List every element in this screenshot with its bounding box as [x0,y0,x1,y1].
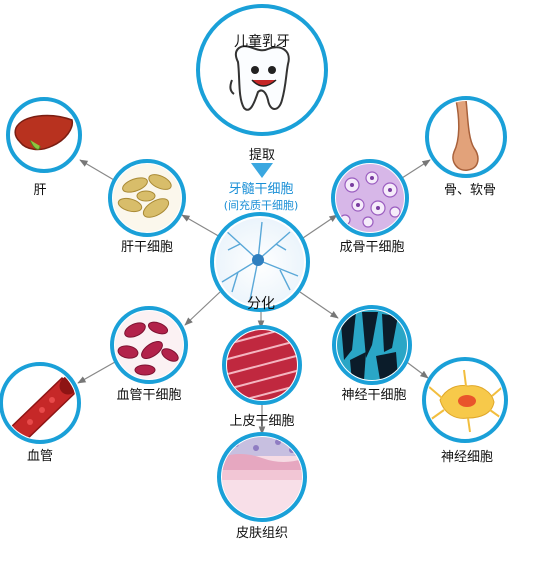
arrow-neural-stem-to-neuron [403,359,429,379]
epithelial-stem-cell-label: 上皮干细胞 [229,414,295,429]
center-subtitle: (间充质干细胞) [223,199,299,212]
extract-label: 提取 [248,148,276,163]
arrow-center-to-liver-stem [181,214,223,239]
bone-stem-cell-node [331,159,409,237]
epithelial-stem-cell-node [222,325,302,405]
dental-pulp-stem-cell-node [210,212,310,312]
arrow-liver-stem-to-liver [79,159,115,181]
neural-stem-cell-label: 神经干细胞 [341,388,407,403]
arrow-center-to-vessel-stem [184,291,221,326]
skin-tissue-node [217,432,307,522]
arrows [77,159,431,435]
bone-icon [452,101,479,171]
liver-icon [14,114,74,151]
arrow-center-to-bone-stem [299,214,338,241]
liver-stem-cell-label: 肝干细胞 [120,240,174,255]
extract-down-triangle [251,163,273,178]
liver-label: 肝 [33,183,47,198]
liver-node [6,97,82,173]
tooth-node [196,4,328,136]
bone-label: 骨、软骨 [443,183,497,198]
neuron-label: 神经细胞 [440,450,494,465]
bone-stem-cell-label: 成骨干细胞 [339,240,405,255]
blood-vessel-node [0,362,81,444]
tooth-title: 儿童乳牙 [234,34,290,50]
differentiation-label: 分化 [247,296,275,312]
vessel-stem-cell-label: 血管干细胞 [116,388,182,403]
arrow-center-to-neural-stem [299,291,339,319]
skin-tissue-label: 皮肤组织 [235,526,289,541]
bone-node [425,96,507,178]
arrow-vessel-stem-to-vessel [77,361,116,384]
vessel-label: 血管 [26,449,54,464]
tooth-icon [234,45,290,111]
vessel-stem-cell-node [110,306,188,384]
neural-stem-cell-node [332,305,412,385]
neuron-node [422,357,508,443]
arrow-bone-stem-to-bone [401,159,431,179]
center-title: 牙髓干细胞 [228,182,294,197]
liver-stem-cell-node [108,159,186,237]
